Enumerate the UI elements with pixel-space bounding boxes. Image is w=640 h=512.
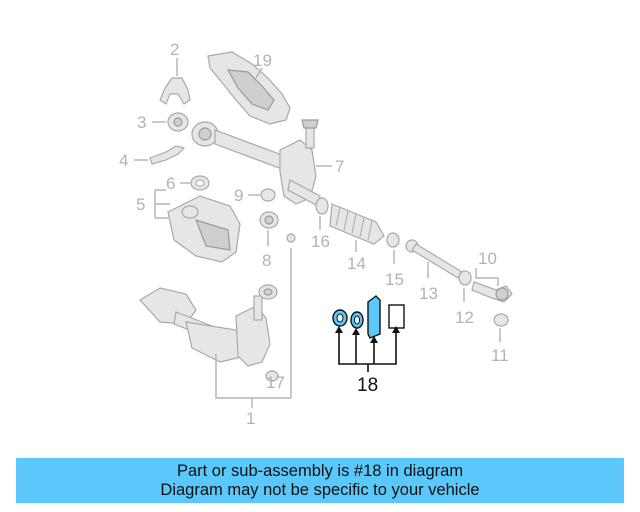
callout-9: 9 xyxy=(234,186,243,205)
callout-13: 13 xyxy=(419,284,438,303)
part-12-nut xyxy=(458,270,472,286)
callout-16: 16 xyxy=(311,232,330,251)
callout-4: 4 xyxy=(119,151,128,170)
callout-12: 12 xyxy=(455,308,474,327)
callout-2: 2 xyxy=(170,40,179,59)
callout-10: 10 xyxy=(478,249,497,268)
banner-line-2: Diagram may not be specific to your vehi… xyxy=(160,480,480,499)
part-18-box xyxy=(388,304,405,329)
info-banner: Part or sub-assembly is #18 in diagram D… xyxy=(16,458,624,503)
callout-15: 15 xyxy=(385,270,404,289)
steering-gear-assembly xyxy=(191,119,321,207)
callout-14: 14 xyxy=(347,254,366,273)
part-8-mount xyxy=(259,211,279,229)
part-10-tie-rod-end xyxy=(471,281,513,303)
part-18-ring-b xyxy=(350,311,364,329)
callout-5: 5 xyxy=(136,195,145,214)
callout-8: 8 xyxy=(262,251,271,270)
part-2-bracket xyxy=(159,77,191,105)
parts-diagram: 2 19 3 4 7 6 5 xyxy=(119,40,513,428)
part-18-ring-a xyxy=(332,309,348,327)
part-15-clamp xyxy=(386,232,400,248)
callout-7: 7 xyxy=(335,157,344,176)
callout-11: 11 xyxy=(491,346,509,365)
callout-18: 18 xyxy=(357,375,378,396)
part-3-bushing xyxy=(167,112,189,132)
part-6-ring xyxy=(190,175,210,191)
part-4-clip xyxy=(149,145,186,165)
callout-19: 19 xyxy=(253,51,272,70)
callout-1: 1 xyxy=(246,409,255,428)
banner-line-1: Part or sub-assembly is #18 in diagram xyxy=(176,461,464,480)
part-bolt xyxy=(286,233,296,243)
part-1-assembly xyxy=(139,284,279,382)
part-11-nut xyxy=(493,313,509,327)
part-18-leaders xyxy=(335,326,400,372)
part-5-motor xyxy=(167,195,241,263)
part-18-boot xyxy=(367,295,381,339)
part-13-tie-rod xyxy=(405,239,463,279)
part-19-shield xyxy=(207,51,291,125)
part-18-kit xyxy=(332,295,405,339)
part-16-seal xyxy=(315,197,329,215)
part-14-boot xyxy=(329,203,385,245)
part-9-grommet xyxy=(260,188,276,202)
callout-3: 3 xyxy=(137,113,146,132)
callout-17: 17 xyxy=(266,373,285,392)
callout-6: 6 xyxy=(166,174,175,193)
